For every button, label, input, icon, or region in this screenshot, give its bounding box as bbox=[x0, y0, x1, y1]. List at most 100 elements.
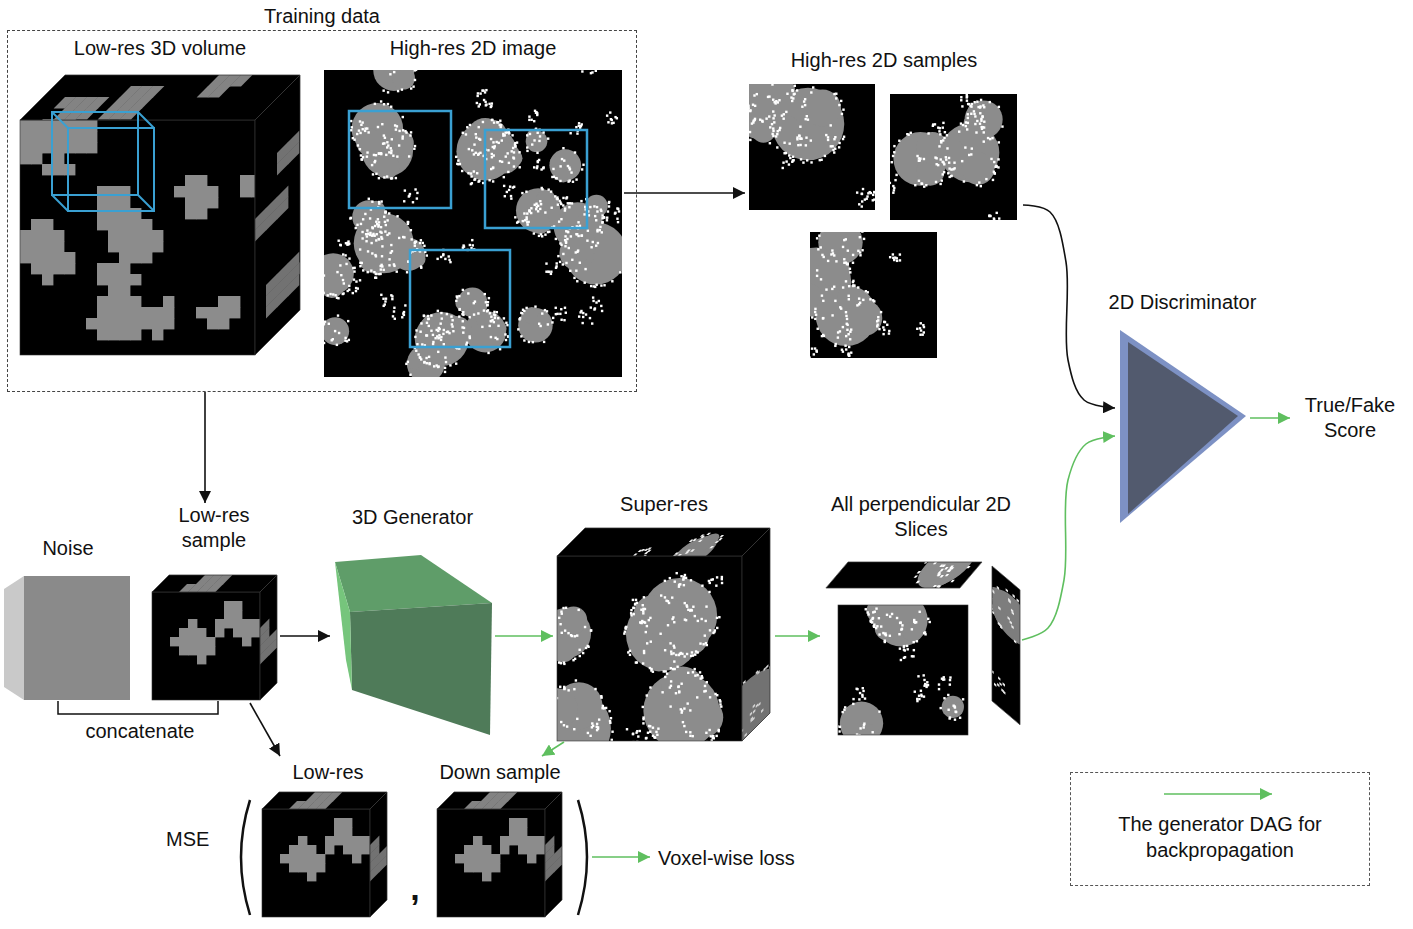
white-speckle bbox=[850, 351, 852, 353]
white-speckle bbox=[564, 629, 566, 631]
white-speckle bbox=[466, 126, 468, 128]
white-speckle bbox=[941, 179, 943, 181]
cube-face bbox=[544, 528, 770, 569]
white-speckle bbox=[581, 123, 583, 125]
white-speckle bbox=[804, 104, 806, 106]
white-speckle bbox=[772, 130, 774, 132]
white-speckle bbox=[804, 118, 806, 120]
white-speckle bbox=[585, 313, 587, 315]
white-speckle bbox=[420, 358, 422, 360]
white-speckle bbox=[440, 312, 442, 314]
white-speckle bbox=[525, 218, 527, 220]
white-speckle bbox=[562, 607, 564, 609]
white-speckle bbox=[396, 215, 398, 217]
white-speckle bbox=[600, 305, 602, 307]
white-speckle bbox=[663, 670, 665, 672]
white-speckle bbox=[476, 172, 478, 174]
white-speckle bbox=[846, 263, 848, 265]
white-speckle bbox=[565, 607, 567, 609]
white-speckle bbox=[332, 338, 334, 340]
white-speckle bbox=[360, 124, 362, 126]
grey-voxel bbox=[196, 307, 207, 318]
white-speckle bbox=[575, 270, 577, 272]
white-speckle bbox=[380, 100, 382, 102]
white-speckle bbox=[390, 147, 392, 149]
white-speckle bbox=[384, 303, 386, 305]
texture bbox=[152, 592, 260, 700]
white-speckle bbox=[940, 158, 942, 160]
white-speckle bbox=[576, 634, 578, 636]
white-speckle bbox=[791, 100, 793, 102]
white-speckle bbox=[846, 318, 848, 320]
white-speckle bbox=[409, 134, 411, 136]
white-speckle bbox=[629, 650, 631, 652]
white-speckle bbox=[444, 371, 446, 373]
white-speckle bbox=[998, 106, 1000, 108]
white-speckle bbox=[920, 322, 922, 324]
white-speckle bbox=[775, 135, 777, 137]
white-speckle bbox=[805, 136, 807, 138]
white-speckle bbox=[598, 718, 600, 720]
white-speckle bbox=[749, 139, 751, 141]
white-speckle bbox=[994, 166, 996, 168]
white-speckle bbox=[834, 345, 836, 347]
white-speckle bbox=[558, 661, 560, 663]
white-speckle bbox=[606, 114, 608, 116]
grey-voxel bbox=[188, 637, 197, 646]
white-speckle bbox=[442, 333, 444, 335]
white-speckle bbox=[371, 234, 373, 236]
white-speckle bbox=[367, 131, 369, 133]
white-speckle bbox=[608, 710, 610, 712]
white-speckle bbox=[584, 268, 586, 270]
white-speckle bbox=[708, 580, 710, 582]
white-speckle bbox=[510, 197, 512, 199]
white-speckle bbox=[347, 243, 349, 245]
white-speckle bbox=[888, 332, 890, 334]
white-speckle bbox=[983, 140, 985, 142]
grey-voxel bbox=[130, 230, 141, 241]
white-speckle bbox=[506, 131, 508, 133]
grey-voxel bbox=[130, 219, 141, 230]
white-speckle bbox=[801, 106, 803, 108]
white-speckle bbox=[378, 238, 380, 240]
white-speckle bbox=[710, 735, 712, 737]
white-speckle bbox=[413, 148, 415, 150]
grey-voxel bbox=[42, 230, 53, 241]
white-speckle bbox=[805, 144, 807, 146]
white-speckle bbox=[367, 271, 369, 273]
white-speckle bbox=[427, 315, 429, 317]
white-speckle bbox=[835, 93, 837, 95]
white-speckle bbox=[540, 168, 542, 170]
grey-voxel bbox=[53, 252, 64, 263]
white-speckle bbox=[528, 341, 530, 343]
white-speckle bbox=[595, 70, 597, 72]
white-speckle bbox=[895, 174, 897, 176]
white-speckle bbox=[593, 308, 595, 310]
grey-voxel bbox=[141, 307, 152, 318]
white-speckle bbox=[565, 262, 567, 264]
white-speckle bbox=[991, 137, 993, 139]
white-speckle bbox=[404, 189, 406, 191]
white-speckle bbox=[438, 336, 440, 338]
white-speckle bbox=[579, 311, 581, 313]
white-speckle bbox=[534, 204, 536, 206]
white-speckle bbox=[444, 367, 446, 369]
white-speckle bbox=[368, 198, 370, 200]
white-speckle bbox=[842, 108, 844, 110]
white-speckle bbox=[968, 154, 970, 156]
white-speckle bbox=[410, 131, 412, 133]
white-speckle bbox=[877, 316, 879, 318]
white-speckle bbox=[428, 356, 430, 358]
grey-voxel bbox=[251, 175, 255, 186]
white-speckle bbox=[682, 721, 684, 723]
white-speckle bbox=[427, 318, 429, 320]
white-speckle bbox=[402, 236, 404, 238]
white-speckle bbox=[380, 153, 382, 155]
white-speckle bbox=[816, 237, 818, 239]
white-speckle bbox=[347, 240, 349, 242]
white-speckle bbox=[842, 286, 844, 288]
white-speckle bbox=[576, 280, 578, 282]
white-speckle bbox=[324, 323, 325, 325]
white-speckle bbox=[575, 178, 577, 180]
white-speckle bbox=[817, 248, 819, 250]
